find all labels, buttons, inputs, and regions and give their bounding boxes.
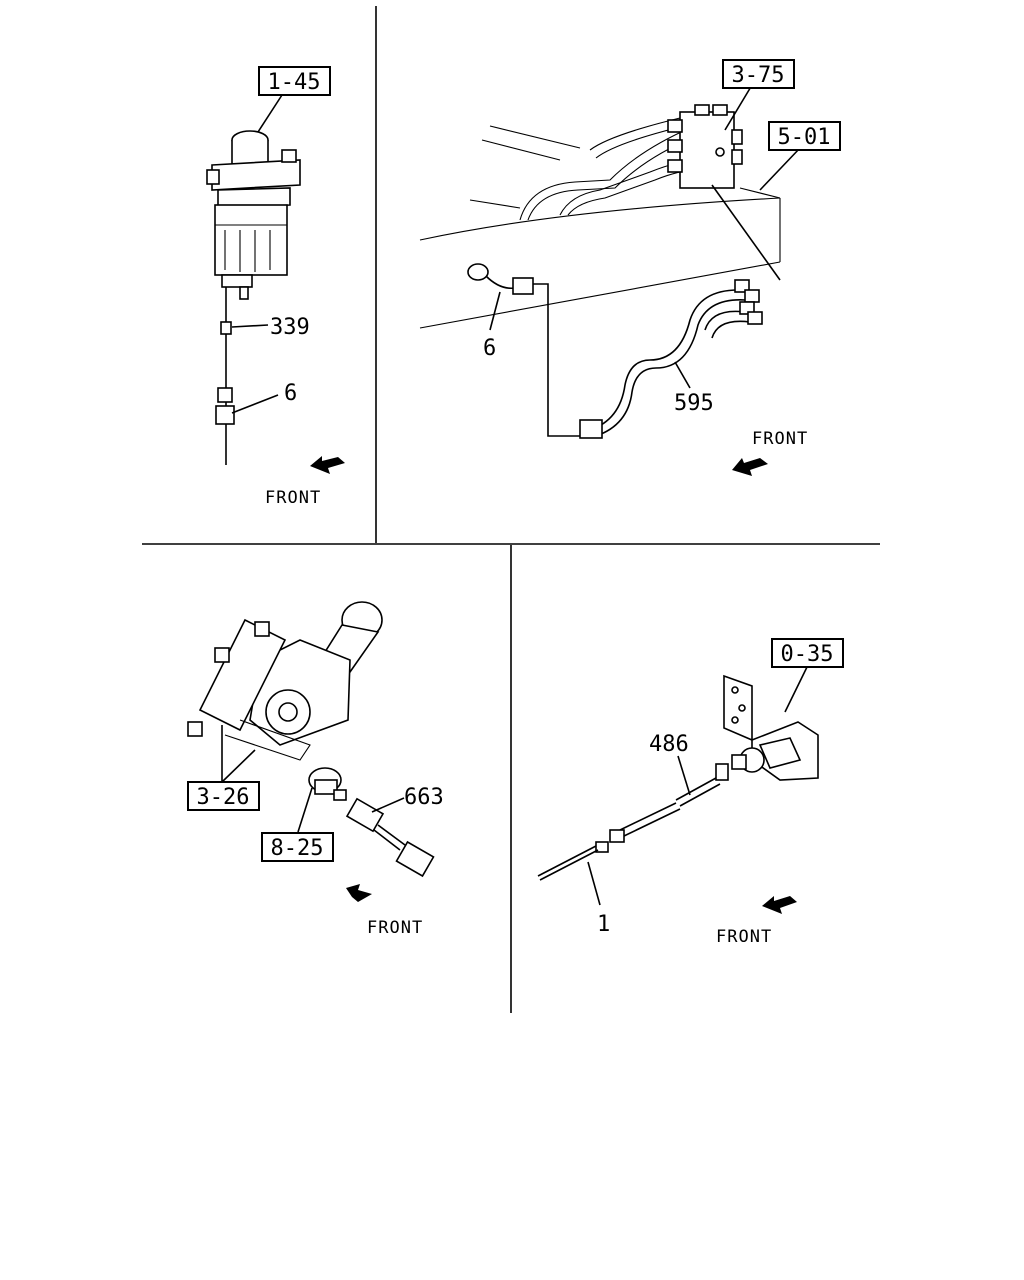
connector-6 [467, 263, 580, 437]
ref-box-label: 1-45 [268, 70, 321, 95]
ref-box-label: 3-75 [732, 63, 785, 88]
front-arrow-icon [732, 458, 768, 476]
callout-label: 6 [483, 336, 496, 361]
front-arrow-icon [346, 884, 372, 902]
connector-6-upper [217, 387, 233, 403]
harness-486 [537, 777, 721, 881]
ref-box-label: 0-35 [781, 642, 834, 667]
callout-label: 1 [597, 912, 610, 937]
connector-6-lower [215, 405, 235, 425]
ref-box-label: 3-26 [197, 785, 250, 810]
ref-box [261, 832, 334, 862]
ref-box [722, 59, 795, 89]
front-arrow-icon [310, 456, 345, 474]
callout-label: 595 [674, 391, 714, 416]
front-label: FRONT [367, 918, 423, 938]
callout-label: 486 [649, 732, 689, 757]
panel-bottom-right: 0-35 486 1 FRONT [537, 638, 844, 947]
ref-box [187, 781, 260, 811]
fuel-filter-assembly [206, 130, 301, 300]
ref-box [258, 66, 331, 96]
bracket-assembly [715, 674, 819, 781]
front-arrow-icon [762, 896, 797, 914]
front-label: FRONT [265, 488, 321, 508]
panel-top-right: 3-75 5-01 6 595 FRONT [419, 59, 841, 476]
front-label: FRONT [716, 927, 772, 947]
harness-595 [579, 279, 763, 439]
ref-box-label: 8-25 [271, 836, 324, 861]
connector-663 [345, 797, 435, 878]
frame-rail [419, 125, 781, 329]
callout-label: 663 [404, 785, 444, 810]
panel-bottom-left: 3-26 8-25 663 FRONT [187, 601, 444, 938]
callout-label: 339 [270, 315, 310, 340]
front-label: FRONT [752, 429, 808, 449]
pressure-switch [308, 767, 347, 801]
callout-label: 6 [284, 381, 297, 406]
valve-housing [187, 601, 383, 761]
valve-block [667, 104, 743, 189]
panel-top-left: 1-45 339 6 FRONT [206, 66, 345, 508]
ref-box [771, 638, 844, 668]
ref-box-label: 5-01 [778, 125, 831, 150]
panel-dividers [142, 6, 880, 1013]
wire-clip-339 [220, 321, 232, 335]
ref-box [768, 121, 841, 151]
